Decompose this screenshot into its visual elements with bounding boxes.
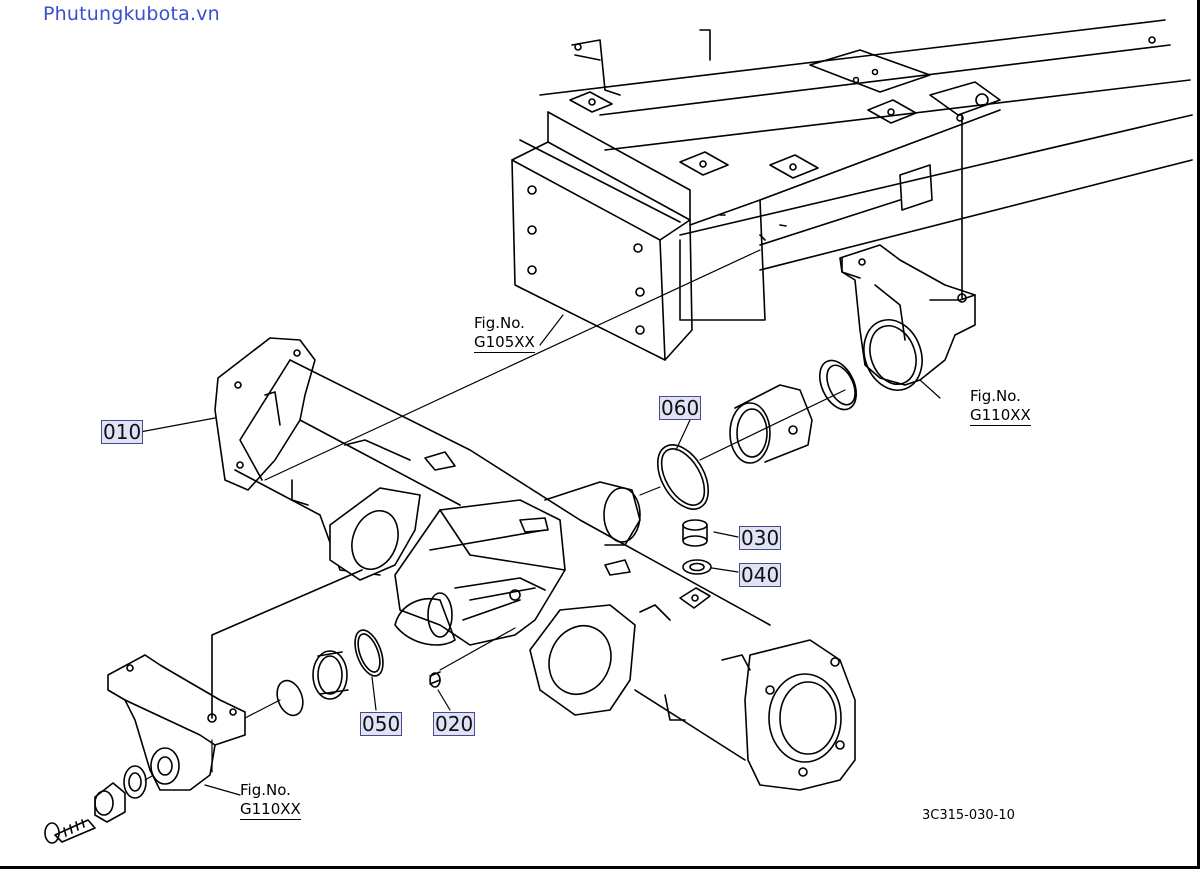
part-label-020[interactable]: 020 [433, 712, 476, 736]
bushing-left [312, 650, 349, 700]
part-label-030[interactable]: 030 [739, 526, 782, 550]
drain-plug-030 [682, 519, 708, 547]
fig-ref-bracket-right-title: Fig.No. [970, 387, 1021, 405]
part-label-050[interactable]: 050 [360, 712, 403, 736]
fig-ref-bracket-left-title: Fig.No. [240, 781, 291, 799]
gasket-040 [682, 559, 712, 575]
part-label-060[interactable]: 060 [659, 396, 702, 420]
plug-boss [679, 587, 711, 609]
front-axle-bracket-right [839, 114, 976, 391]
thrust-collar-right [819, 359, 857, 411]
set-screw-020 [429, 671, 441, 688]
fig-ref-frame-title: Fig.No. [474, 314, 525, 332]
leader-lines [139, 249, 941, 796]
o-ring-060 [656, 444, 710, 510]
front-axle-bracket-left [107, 569, 363, 791]
drawing-number: 3C315-030-10 [922, 808, 1015, 823]
fig-ref-bracket-right-code[interactable]: G110XX [970, 406, 1031, 426]
fig-ref-bracket-left-code[interactable]: G110XX [240, 800, 301, 820]
front-axle-housing [214, 337, 856, 791]
fig-ref-frame: Fig.No. G105XX [474, 314, 535, 353]
watermark: Phutungkubota.vn [43, 3, 220, 25]
fig-ref-frame-code[interactable]: G105XX [474, 333, 535, 353]
bushing-right [729, 384, 813, 464]
o-ring-050 [354, 629, 384, 677]
bolt-nut-washer [44, 765, 147, 844]
part-label-040[interactable]: 040 [739, 563, 782, 587]
thrust-collar-left [276, 679, 304, 717]
part-label-010[interactable]: 010 [101, 420, 144, 444]
fig-ref-bracket-right: Fig.No. G110XX [970, 387, 1031, 426]
fig-ref-bracket-left: Fig.No. G110XX [240, 781, 301, 820]
tractor-frame [511, 19, 1193, 361]
